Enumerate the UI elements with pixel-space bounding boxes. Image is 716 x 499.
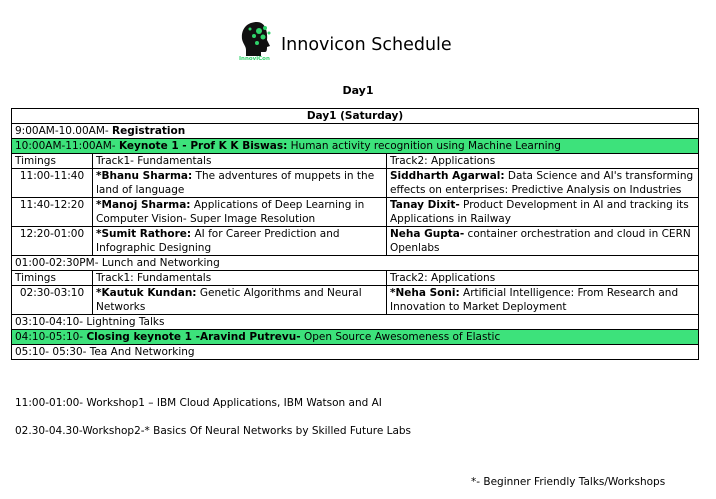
row-time: 02:30-03:10 bbox=[11, 285, 93, 315]
session1-header-track1: Track1- Fundamentals bbox=[92, 153, 387, 169]
topic: container orchestration and cloud in CER… bbox=[390, 228, 691, 254]
session2-header-track1: Track1: Fundamentals bbox=[92, 270, 387, 286]
speaker: *Neha Soni: bbox=[390, 287, 460, 299]
lightning-row: 03:10-04:10- Lightning Talks bbox=[10, 314, 700, 330]
session1-header-row: Timings Track1- Fundamentals Track2: App… bbox=[11, 153, 700, 169]
session2-header-track2: Track2: Applications bbox=[385, 270, 700, 286]
table-caption-row: Day1 (Saturday) bbox=[10, 108, 700, 124]
speaker: Tanay Dixit- bbox=[390, 199, 460, 211]
table-row: 11:00-11:40 *Bhanu Sharma: The adventure… bbox=[11, 168, 700, 198]
logo-text: InnoviCon bbox=[239, 56, 270, 62]
session1-header-timings: Timings bbox=[11, 153, 93, 169]
tea-text: 05:10- 05:30- Tea And Networking bbox=[10, 344, 700, 360]
topic: Artificial Intelligence: From Research a… bbox=[390, 287, 679, 313]
speaker: *Manoj Sharma: bbox=[96, 199, 191, 211]
speaker: *Bhanu Sharma: bbox=[96, 170, 193, 182]
lunch-row: 01:00-02:30PM- Lunch and Networking bbox=[10, 255, 700, 271]
registration-time: 9:00AM-10.00AM- bbox=[15, 125, 109, 137]
row-time: 11:00-11:40 bbox=[11, 168, 93, 198]
footnote: *- Beginner Friendly Talks/Workshops bbox=[471, 476, 666, 488]
session2-header-row: Timings Track1: Fundamentals Track2: App… bbox=[11, 270, 700, 286]
closing-keynote-row: 04:10-05:10- Closing keynote 1 -Aravind … bbox=[10, 329, 700, 345]
keynote-row: 10:00AM-11:00AM- Keynote 1 - Prof K K Bi… bbox=[10, 138, 700, 154]
keynote-title: Keynote 1 - Prof K K Biswas: bbox=[118, 140, 288, 152]
table-row: 11:40-12:20 *Manoj Sharma: Applications … bbox=[11, 197, 700, 227]
page-header: InnoviCon Innovicon Schedule bbox=[237, 18, 452, 64]
topic: Data Science and AI's transforming effec… bbox=[390, 170, 694, 196]
keynote-time: 10:00AM-11:00AM- bbox=[15, 140, 116, 152]
registration-title: Registration bbox=[112, 125, 186, 137]
innovicon-logo: InnoviCon bbox=[237, 18, 277, 64]
row-time: 12:20-01:00 bbox=[11, 226, 93, 256]
page-title: Innovicon Schedule bbox=[281, 35, 452, 55]
topic: Product Development in AI and tracking i… bbox=[390, 199, 689, 225]
closing-time: 04:10-05:10- bbox=[15, 331, 84, 343]
lunch-text: 01:00-02:30PM- Lunch and Networking bbox=[10, 255, 700, 271]
speaker: Siddharth Agarwal: bbox=[390, 170, 505, 182]
speaker: Neha Gupta- bbox=[390, 228, 465, 240]
speaker: *Kautuk Kundan: bbox=[96, 287, 197, 299]
keynote-topic: Human activity recognition using Machine… bbox=[290, 140, 561, 152]
tea-row: 05:10- 05:30- Tea And Networking bbox=[10, 344, 700, 360]
registration-row: 9:00AM-10.00AM- Registration bbox=[10, 123, 700, 139]
row-time: 11:40-12:20 bbox=[11, 197, 93, 227]
table-caption: Day1 (Saturday) bbox=[10, 108, 700, 124]
schedule-table: Day1 (Saturday) 9:00AM-10.00AM- Registra… bbox=[10, 108, 700, 360]
closing-topic: Open Source Awesomeness of Elastic bbox=[303, 331, 501, 343]
workshop-2: 02.30-04.30-Workshop2-* Basics Of Neural… bbox=[15, 425, 412, 437]
closing-title: Closing keynote 1 -Aravind Putrevu- bbox=[86, 331, 301, 343]
lightning-text: 03:10-04:10- Lightning Talks bbox=[10, 314, 700, 330]
table-row: 12:20-01:00 *Sumit Rathore: AI for Caree… bbox=[11, 226, 700, 256]
speaker: *Sumit Rathore: bbox=[96, 228, 192, 240]
day-heading: Day1 bbox=[342, 84, 374, 97]
session2-header-timings: Timings bbox=[11, 270, 93, 286]
topic: AI for Career Prediction and Infographic… bbox=[96, 228, 340, 254]
topic: The adventures of muppets in the land of… bbox=[96, 170, 375, 196]
topic: Genetic Algorithms and Neural Networks bbox=[96, 287, 362, 313]
topic: Applications of Deep Learning in Compute… bbox=[96, 199, 365, 225]
workshop-1: 11:00-01:00- Workshop1 – IBM Cloud Appli… bbox=[15, 397, 382, 409]
table-row: 02:30-03:10 *Kautuk Kundan: Genetic Algo… bbox=[11, 285, 700, 315]
session1-header-track2: Track2: Applications bbox=[385, 153, 700, 169]
